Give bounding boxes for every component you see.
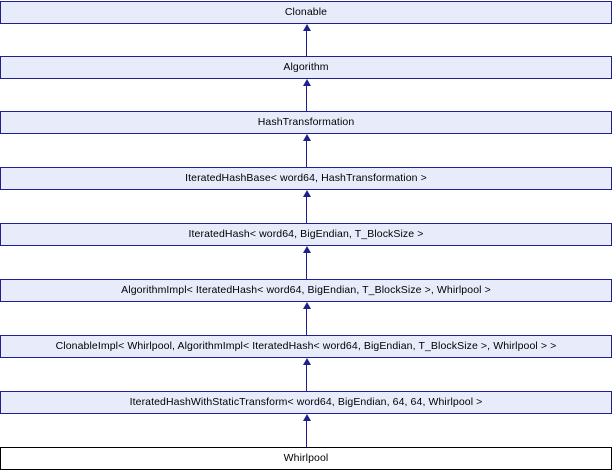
- class-node[interactable]: HashTransformation: [0, 111, 612, 134]
- inheritance-arrow-5: [302, 302, 311, 335]
- inheritance-arrow-4: [302, 246, 311, 279]
- class-node[interactable]: AlgorithmImpl< IteratedHash< word64, Big…: [0, 279, 612, 302]
- class-node[interactable]: Algorithm: [0, 56, 612, 79]
- class-node[interactable]: Whirlpool: [0, 447, 612, 470]
- class-node[interactable]: IteratedHash< word64, BigEndian, T_Block…: [0, 223, 612, 246]
- inheritance-arrow-3: [302, 190, 311, 223]
- class-node[interactable]: Clonable: [0, 1, 612, 24]
- inheritance-arrow-2: [302, 134, 311, 167]
- inheritance-arrow-0: [302, 24, 311, 56]
- inheritance-arrow-1: [302, 79, 311, 111]
- inheritance-arrow-7: [302, 414, 311, 447]
- inheritance-arrow-6: [302, 358, 311, 391]
- class-node[interactable]: ClonableImpl< Whirlpool, AlgorithmImpl< …: [0, 335, 612, 358]
- class-node[interactable]: IteratedHashWithStaticTransform< word64,…: [0, 391, 612, 414]
- class-node[interactable]: IteratedHashBase< word64, HashTransforma…: [0, 167, 612, 190]
